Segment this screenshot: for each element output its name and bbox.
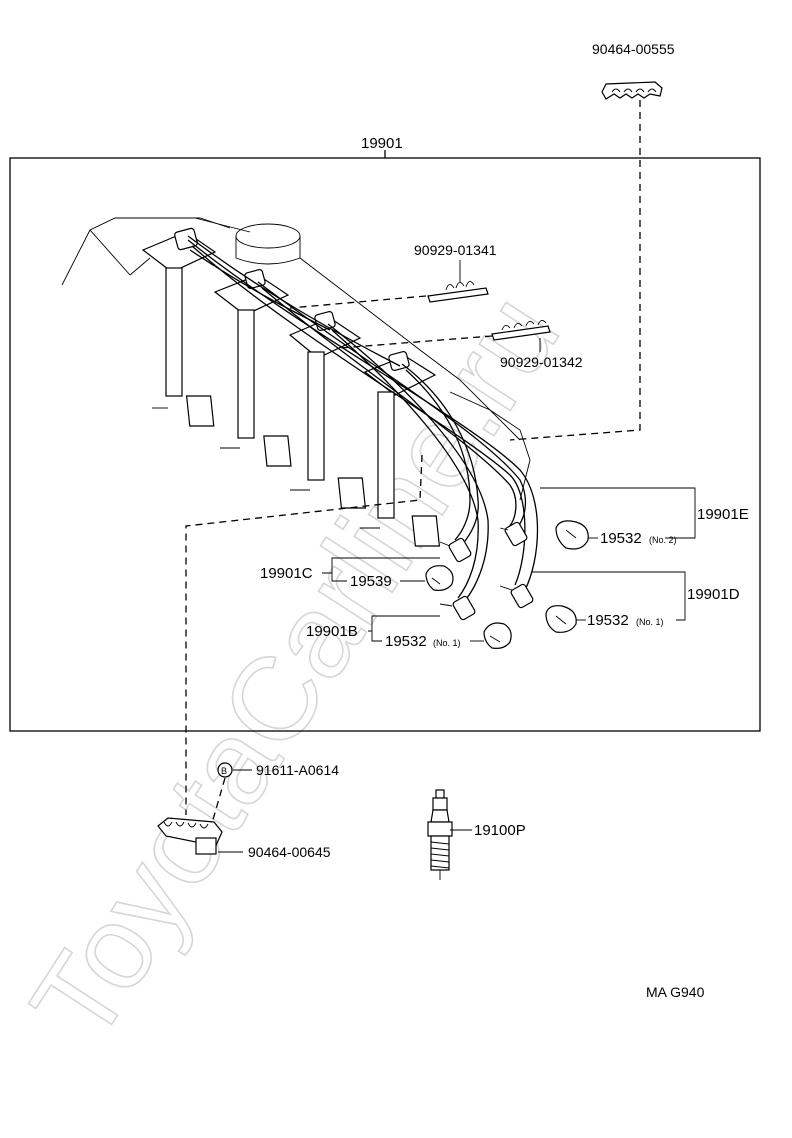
spark-plug-label[interactable]: 19100P	[474, 822, 526, 839]
boot-d-part[interactable]	[545, 605, 577, 633]
cord-c-bracket	[322, 557, 440, 582]
tube-2	[213, 274, 292, 467]
watermark-text: ToyotaCarline.ru	[6, 272, 585, 1064]
boot-b-part[interactable]	[483, 622, 512, 649]
cord-d-label[interactable]: 19901D	[687, 586, 740, 603]
boot-d-note: (No. 1)	[636, 617, 664, 627]
cord-b-label[interactable]: 19901B	[306, 623, 358, 640]
spark-plug-part[interactable]	[427, 789, 453, 880]
clamp-a-part[interactable]	[427, 281, 489, 303]
cord-e-bracket	[540, 487, 696, 539]
plug-cords	[187, 235, 539, 605]
cord-e-label[interactable]: 19901E	[697, 506, 749, 523]
bottom-clamp-part[interactable]	[157, 817, 223, 855]
ignition-tubes	[141, 231, 441, 547]
clamp-b-dashed-leader	[339, 335, 493, 349]
diagram-code: MA G940	[646, 984, 705, 1000]
bottom-clamp-label[interactable]: 90464-00645	[248, 844, 331, 860]
cord-d-bracket	[532, 571, 686, 621]
svg-text:B: B	[221, 766, 227, 776]
cylinder-head-outline	[61, 217, 531, 501]
cord-caps	[174, 227, 410, 371]
boot-e-note: (No. 2)	[649, 535, 677, 545]
top-clamp-part[interactable]	[601, 81, 663, 100]
bolt-dashed-leader	[209, 777, 226, 831]
clamp-b-part[interactable]	[491, 320, 551, 341]
cord-c-label[interactable]: 19901C	[260, 565, 313, 582]
boot-c-label[interactable]: 19539	[350, 573, 392, 590]
boot-d-label[interactable]: 19532	[587, 612, 629, 629]
top-clamp-dashed-leader	[509, 100, 641, 441]
top-clamp-label[interactable]: 90464-00555	[592, 41, 675, 57]
bottom-clamp-dashed-leader	[185, 454, 423, 815]
bolt-label[interactable]: 91611-A0614	[256, 762, 339, 778]
tube-1	[141, 231, 217, 427]
boot-e-label[interactable]: 19532	[600, 530, 642, 547]
clamp-b-label[interactable]: 90929-01342	[500, 354, 583, 370]
clamp-a-label[interactable]: 90929-01341	[414, 242, 497, 258]
assembly-number-label[interactable]: 19901	[361, 135, 403, 152]
clamp-a-dashed-leader	[289, 295, 427, 309]
cord-ends	[439, 521, 534, 621]
boot-c-part[interactable]	[425, 565, 454, 591]
bolt-marker: B	[217, 762, 233, 778]
cord-b-bracket	[368, 615, 440, 642]
boot-b-label[interactable]: 19532	[385, 633, 427, 650]
boot-b-note: (No. 1)	[433, 638, 461, 648]
boot-e-part[interactable]	[555, 520, 589, 550]
